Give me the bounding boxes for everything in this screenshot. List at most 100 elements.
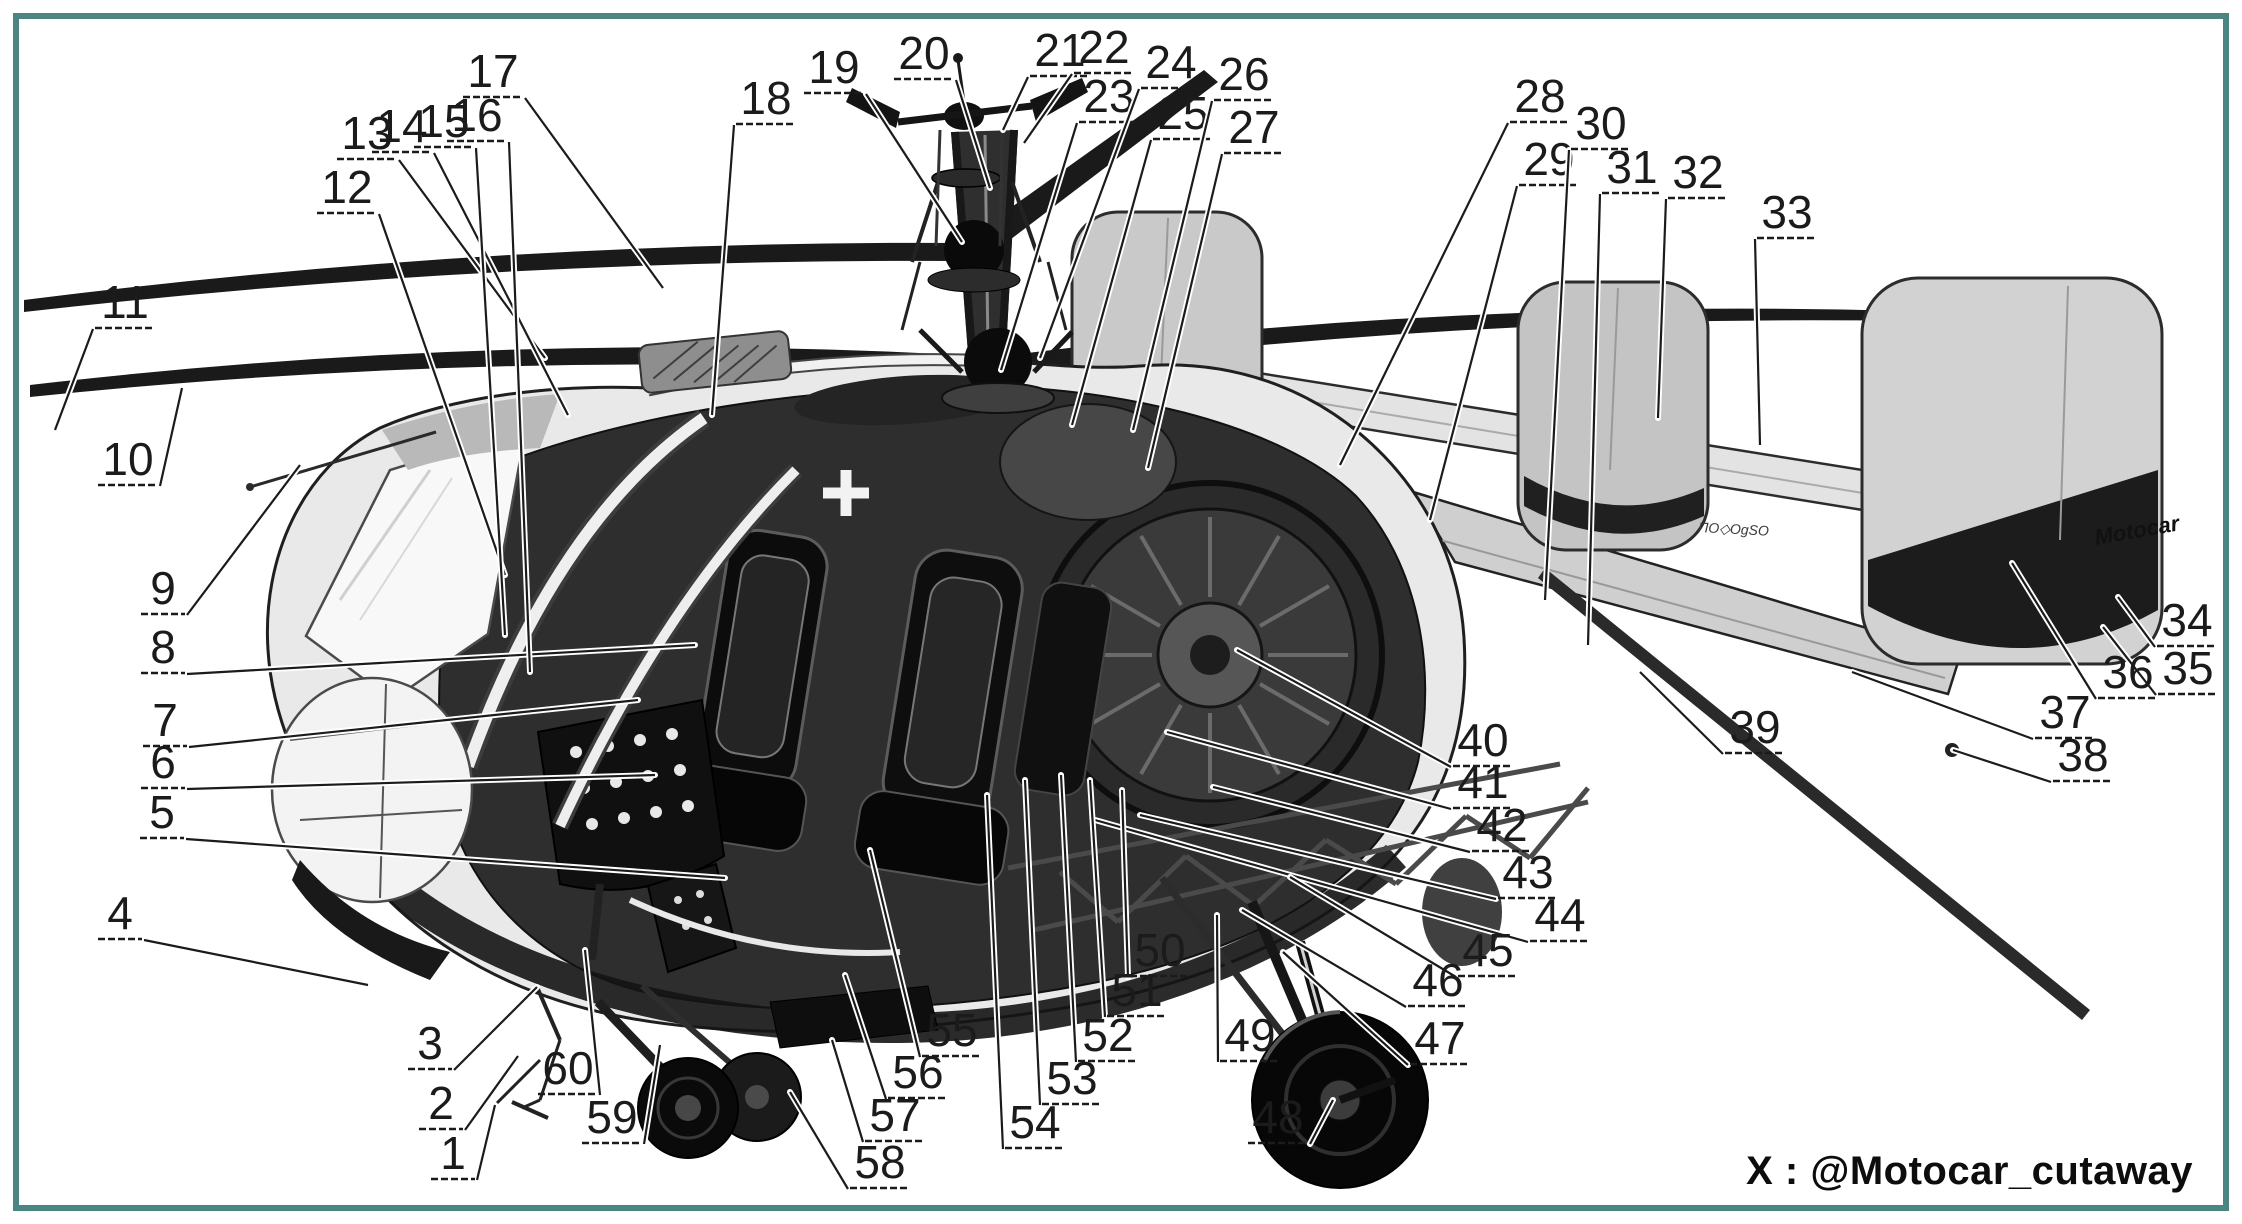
svg-text:44: 44	[1534, 889, 1585, 941]
svg-text:32: 32	[1672, 146, 1723, 198]
svg-text:34: 34	[2161, 594, 2212, 646]
svg-text:52: 52	[1082, 1009, 1133, 1061]
callout-11: 11	[52, 276, 155, 433]
callout-6: 6	[141, 736, 658, 792]
svg-text:25: 25	[1157, 87, 1208, 139]
svg-text:46: 46	[1412, 954, 1463, 1006]
nose-antenna-fork	[493, 986, 562, 1120]
callout-14: 14	[372, 100, 571, 418]
svg-text:20: 20	[898, 27, 949, 79]
callout-1: 1	[431, 1102, 498, 1183]
svg-text:40: 40	[1457, 714, 1508, 766]
callout-9: 9	[141, 462, 303, 618]
callout-56: 56	[842, 972, 948, 1102]
callout-23: 23	[998, 70, 1139, 373]
svg-text:42: 42	[1476, 799, 1527, 851]
callout-4: 4	[98, 887, 371, 988]
svg-text:9: 9	[150, 562, 176, 614]
svg-text:39: 39	[1729, 701, 1780, 753]
callout-42: 42	[1210, 784, 1532, 855]
callout-51: 51	[1087, 777, 1167, 1020]
svg-text:23: 23	[1083, 70, 1134, 122]
passenger-seat	[853, 548, 1024, 886]
callout-37: 37	[1849, 669, 2095, 742]
svg-text:36: 36	[2102, 646, 2153, 698]
rotor-mast	[846, 53, 1088, 414]
canopy	[246, 353, 967, 980]
callout-3: 3	[408, 984, 540, 1073]
callout-18: 18	[709, 72, 796, 418]
callout-15: 15	[414, 95, 508, 638]
callout-17: 17	[463, 45, 666, 291]
svg-text:27: 27	[1228, 101, 1279, 153]
cabin-step	[769, 985, 939, 1049]
svg-text:15: 15	[418, 95, 469, 147]
svg-text:43: 43	[1502, 846, 1553, 898]
svg-text:13: 13	[341, 107, 392, 159]
svg-text:31: 31	[1606, 141, 1657, 193]
svg-text:53: 53	[1046, 1052, 1097, 1104]
svg-text:2: 2	[428, 1077, 454, 1129]
fuselage	[246, 330, 1590, 1049]
boom-marking: ПО◇ОgЅО	[1698, 519, 1770, 539]
svg-text:37: 37	[2039, 686, 2090, 738]
fuel-tank	[999, 403, 1177, 521]
tail-fin-right: Motocar	[1860, 276, 2183, 666]
lower-rotor-hub	[964, 328, 1032, 396]
svg-text:8: 8	[150, 621, 176, 673]
svg-text:45: 45	[1462, 924, 1513, 976]
callout-38: 38	[1950, 729, 2113, 785]
svg-text:4: 4	[107, 887, 133, 939]
callout-33: 33	[1752, 186, 1817, 448]
svg-text:22: 22	[1078, 21, 1129, 73]
callout-2: 2	[419, 1053, 521, 1133]
svg-text:57: 57	[869, 1089, 920, 1141]
svg-text:14: 14	[376, 100, 427, 152]
callout-45: 45	[1287, 874, 1518, 980]
callout-55: 55	[867, 847, 982, 1060]
callout-44: 44	[1092, 817, 1590, 945]
callout-48: 48	[1248, 1091, 1336, 1147]
callout-27: 27	[1145, 101, 1284, 471]
svg-text:28: 28	[1514, 70, 1565, 122]
svg-text:11: 11	[101, 276, 149, 328]
callout-8: 8	[141, 621, 698, 677]
svg-text:3: 3	[417, 1017, 443, 1069]
callout-53: 53	[1022, 777, 1102, 1108]
callout-49: 49	[1214, 912, 1280, 1065]
svg-text:12: 12	[321, 161, 372, 213]
svg-text:41: 41	[1457, 756, 1508, 808]
callout-52: 52	[1058, 772, 1138, 1065]
svg-text:58: 58	[854, 1136, 905, 1188]
svg-text:60: 60	[542, 1042, 593, 1094]
callout-21: 21	[1000, 24, 1090, 133]
callout-54: 54	[984, 792, 1065, 1152]
callout-40: 40	[1234, 647, 1513, 770]
svg-text:26: 26	[1218, 48, 1269, 100]
cross-emblem	[823, 470, 869, 516]
callout-59: 59	[582, 1042, 663, 1147]
callout-39: 39	[1637, 669, 1785, 757]
svg-text:24: 24	[1145, 36, 1196, 88]
callout-26: 26	[1130, 48, 1274, 433]
tail-skid	[1538, 568, 2090, 1020]
callout-43: 43	[1137, 812, 1558, 902]
svg-text:19: 19	[808, 41, 859, 93]
callout-24: 24	[1037, 36, 1201, 361]
callout-32: 32	[1655, 146, 1728, 421]
svg-text:59: 59	[586, 1091, 637, 1143]
callout-47: 47	[1280, 949, 1470, 1068]
callout-16: 16	[447, 89, 533, 675]
svg-text:30: 30	[1575, 97, 1626, 149]
svg-text:38: 38	[2057, 729, 2108, 781]
callout-36: 36	[2009, 560, 2158, 702]
svg-text:56: 56	[892, 1046, 943, 1098]
callout-29: 29	[1427, 133, 1579, 523]
instrument-panel	[536, 698, 738, 974]
callout-22: 22	[1021, 21, 1134, 146]
svg-text:33: 33	[1761, 186, 1812, 238]
svg-text:47: 47	[1414, 1012, 1465, 1064]
svg-text:18: 18	[740, 72, 791, 124]
